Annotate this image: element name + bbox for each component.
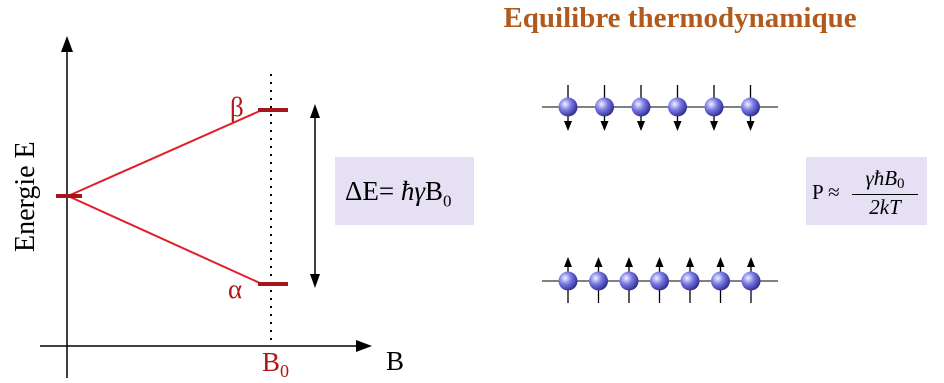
diagram-title: Equilibre thermodynamique (503, 2, 857, 34)
spin-down-icon (704, 85, 724, 131)
delta-e-arrow-bottom-icon (310, 274, 320, 288)
spin-down-icon (595, 85, 614, 131)
spin-down-icon (558, 85, 578, 131)
spin-down-icon (631, 85, 651, 131)
upper-energy-line (67, 109, 263, 197)
x-axis-arrow-icon (356, 340, 372, 352)
alpha-label: α (228, 274, 242, 304)
x-axis-label: B (386, 346, 404, 376)
spin-up-icon (680, 257, 700, 303)
delta-e-arrow-top-icon (310, 104, 320, 118)
spin-up-icon (619, 257, 639, 303)
delta-e-formula: ΔE= ħγB0 (345, 176, 452, 211)
spin-down-icon (741, 85, 760, 131)
y-axis-label: Energie E (10, 141, 41, 252)
y-axis-arrow-icon (61, 36, 73, 52)
beta-label: β (230, 92, 244, 122)
spin-down-icon (668, 85, 687, 131)
polarization-box (806, 157, 927, 225)
spin-row-up (558, 257, 761, 303)
spin-up-icon (558, 257, 578, 303)
delta-e-box (335, 157, 474, 225)
spin-up-icon (589, 257, 608, 303)
spin-row-down (558, 85, 760, 131)
lower-energy-line (67, 195, 263, 285)
spin-up-icon (741, 257, 761, 303)
b0-axis-label: B0 (262, 347, 289, 381)
spin-up-icon (650, 257, 669, 303)
spin-up-icon (711, 257, 730, 303)
